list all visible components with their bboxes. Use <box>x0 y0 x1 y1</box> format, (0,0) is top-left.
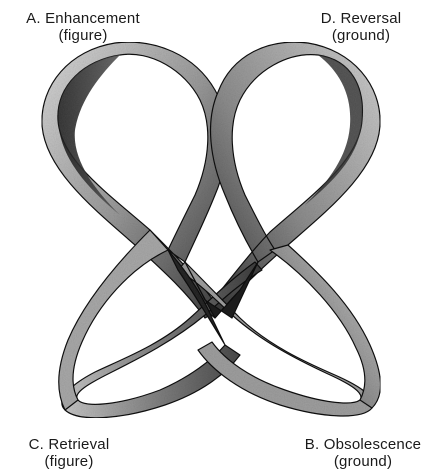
label-enhancement-title: A. Enhancement <box>8 10 158 27</box>
label-reversal: D. Reversal (ground) <box>296 10 426 44</box>
ribbon-segment-lower-left <box>62 262 262 418</box>
ribbon-band-lower-right <box>270 245 380 408</box>
label-obsolescence-title: B. Obsolescence <box>288 436 438 453</box>
label-obsolescence-sub: (ground) <box>288 453 438 470</box>
label-enhancement: A. Enhancement (figure) <box>8 10 158 44</box>
label-retrieval-title: C. Retrieval <box>4 436 134 453</box>
label-enhancement-sub: (figure) <box>8 27 158 44</box>
label-retrieval: C. Retrieval (figure) <box>4 436 134 470</box>
label-obsolescence: B. Obsolescence (ground) <box>288 436 438 470</box>
label-reversal-title: D. Reversal <box>296 10 426 27</box>
label-reversal-sub: (ground) <box>296 27 426 44</box>
label-retrieval-sub: (figure) <box>4 453 134 470</box>
ribbon-segment-lower-right <box>178 262 373 416</box>
ribbon-band-lower-left <box>59 230 168 410</box>
